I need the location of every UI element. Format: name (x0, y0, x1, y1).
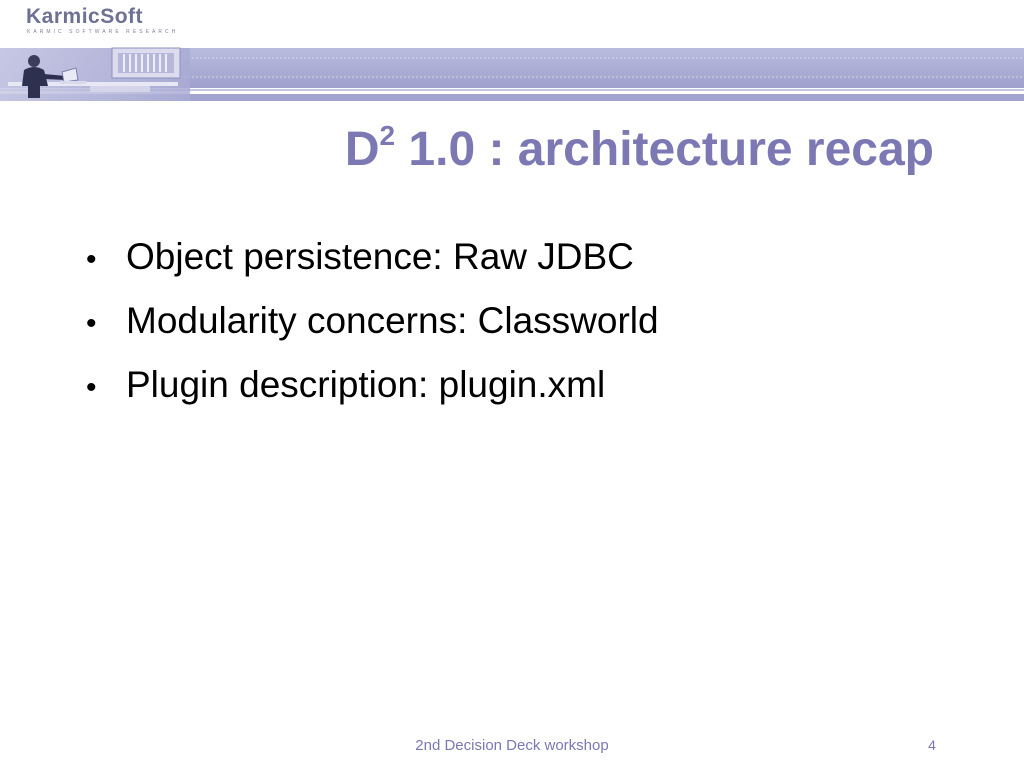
logo-tagline: KARMIC SOFTWARE RESEARCH (27, 29, 179, 35)
bullet-item: • Object persistence: Raw JDBC (86, 231, 659, 295)
bullet-text: Modularity concerns: Classworld (126, 300, 659, 341)
footer-text: 2nd Decision Deck workshop (415, 737, 609, 754)
logo-name: KarmicSoft (26, 5, 144, 28)
title-superscript: 2 (379, 120, 396, 151)
bullet-list: • Object persistence: Raw JDBC • Modularit… (86, 231, 659, 423)
bullet-icon: • (86, 371, 97, 404)
bullet-item: • Plugin description: plugin.xml (86, 359, 659, 423)
bullet-text: Plugin description: plugin.xml (126, 364, 606, 405)
bullet-text: Object persistence: Raw JDBC (126, 236, 634, 277)
title-letter: D (344, 123, 380, 176)
header-banner (0, 47, 1024, 101)
bullet-icon: • (86, 243, 97, 276)
karmicsoft-logo: KarmicSoft KARMIC SOFTWARE RESEARCH (26, 6, 196, 36)
slide-title: D2 1.0 : architecture recap (0, 120, 934, 180)
title-text: 1.0 : architecture recap (395, 123, 934, 176)
page-number: 4 (928, 737, 936, 753)
bullet-item: • Modularity concerns: Classworld (86, 295, 659, 359)
bullet-icon: • (86, 307, 97, 340)
